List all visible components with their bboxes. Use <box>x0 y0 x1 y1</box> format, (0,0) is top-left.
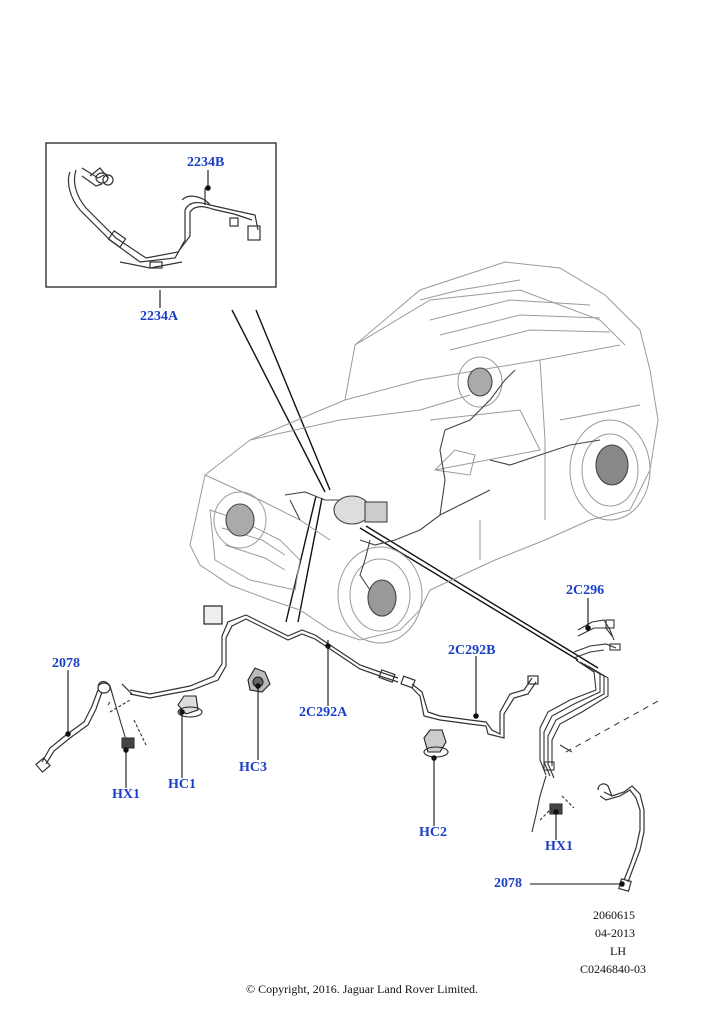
copyright-notice: © Copyright, 2016. Jaguar Land Rover Lim… <box>245 982 479 996</box>
dashed-guide-right <box>565 699 661 753</box>
label-2c292b[interactable]: 2C292B <box>448 643 496 658</box>
label-hc2[interactable]: HC2 <box>419 825 447 840</box>
label-hx1-left[interactable]: HX1 <box>112 787 140 802</box>
tube-2c292b <box>411 675 539 739</box>
reference-code: C0246840-03 <box>580 962 646 976</box>
vehicle-brake-lines <box>225 367 629 617</box>
inset-box <box>45 142 277 288</box>
left-clip-hx1 <box>107 699 147 749</box>
label-2c296[interactable]: 2C296 <box>566 583 605 598</box>
inset-leader-lines <box>231 309 599 669</box>
label-hc1[interactable]: HC1 <box>168 777 196 792</box>
left-hose-2078 <box>35 680 115 773</box>
label-2234b[interactable]: 2234B <box>187 155 225 170</box>
right-hose-2078 <box>597 783 645 892</box>
reference-date: 04-2013 <box>595 926 635 940</box>
label-2c292a[interactable]: 2C292A <box>299 705 348 720</box>
label-hx1-right[interactable]: HX1 <box>545 839 573 854</box>
label-leaders <box>65 170 625 887</box>
reference-side: LH <box>610 944 626 958</box>
right-clip-hx1 <box>539 795 575 821</box>
tube-2c292a <box>121 605 416 699</box>
label-2078-left[interactable]: 2078 <box>52 656 80 671</box>
label-hc3[interactable]: HC3 <box>239 760 267 775</box>
label-2234a[interactable]: 2234A <box>140 309 179 324</box>
tube-bundle-2c296 <box>531 619 621 833</box>
label-2078-right[interactable]: 2078 <box>494 876 522 891</box>
reference-number: 2060615 <box>593 908 635 922</box>
bracket-hc3 <box>247 667 271 693</box>
bracket-hc2 <box>423 729 449 758</box>
